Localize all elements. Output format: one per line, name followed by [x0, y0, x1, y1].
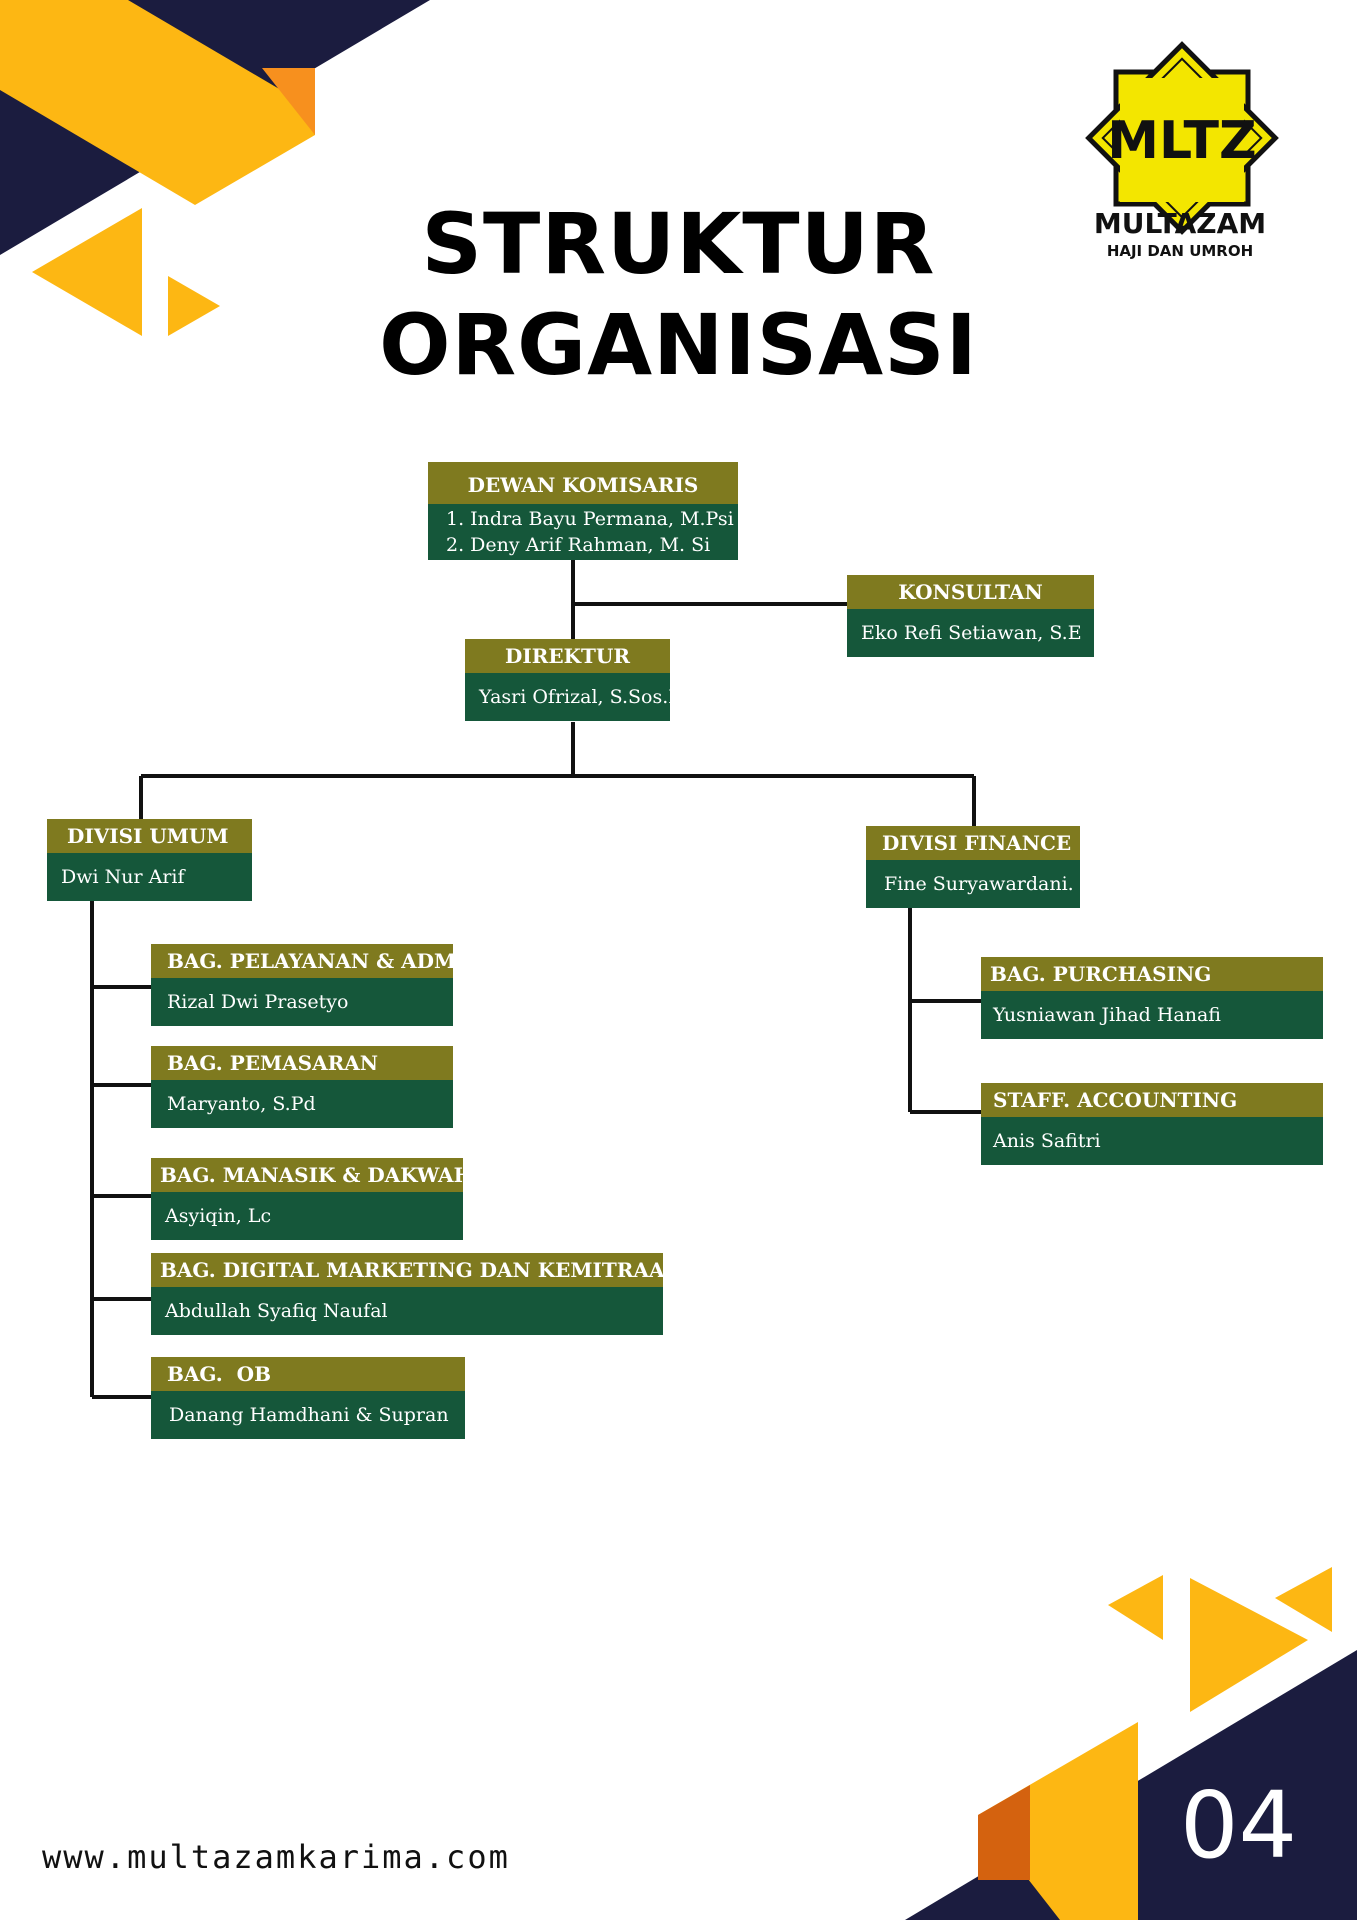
node-name: Yasri Ofrizal, S.Sos.I — [465, 673, 670, 721]
node-name: Danang Hamdhani & Supran — [151, 1391, 465, 1439]
node-direktur: DIREKTUR Yasri Ofrizal, S.Sos.I — [465, 639, 670, 721]
node-bag-ob: BAG. OB Danang Hamdhani & Supran — [151, 1357, 465, 1439]
member-1: 1. Indra Bayu Permana, M.Psi — [446, 508, 734, 530]
logo-tagline: HAJI DAN UMROH — [1106, 242, 1254, 260]
node-name: Asyiqin, Lc — [151, 1192, 463, 1240]
multazam-logo: MLTZ — [1085, 41, 1279, 235]
website-url: www.multazamkarima.com — [42, 1838, 510, 1876]
node-bag-manasik-dakwah: BAG. MANASIK & DAKWAH Asyiqin, Lc — [151, 1158, 463, 1240]
node-name: Yusniawan Jihad Hanafi — [981, 991, 1323, 1039]
node-dewan-komisaris: DEWAN KOMISARIS 1. Indra Bayu Permana, M… — [428, 462, 738, 560]
node-name: Rizal Dwi Prasetyo — [151, 978, 453, 1026]
page-number: 04 — [1180, 1772, 1298, 1879]
node-bag-pelayanan-adm: BAG. PELAYANAN & ADM Rizal Dwi Prasetyo — [151, 944, 453, 1026]
top-left-decoration — [0, 0, 430, 336]
node-name: Fine Suryawardani. S — [866, 860, 1080, 908]
node-konsultan: KONSULTAN Eko Refi Setiawan, S.E — [847, 575, 1094, 657]
node-members: 1. Indra Bayu Permana, M.Psi 2. Deny Ari… — [428, 504, 738, 560]
node-name: Dwi Nur Arif — [47, 853, 252, 901]
node-bag-purchasing: BAG. PURCHASING Yusniawan Jihad Hanafi — [981, 957, 1323, 1039]
node-title: DIREKTUR — [465, 639, 670, 673]
node-title: BAG. OB — [151, 1357, 465, 1391]
node-staff-accounting: STAFF. ACCOUNTING Anis Safitri — [981, 1083, 1323, 1165]
page-title-line-2: ORGANISASI — [379, 296, 978, 394]
bottom-right-decoration — [905, 1567, 1357, 1920]
node-title: STAFF. ACCOUNTING — [981, 1083, 1323, 1117]
node-title: DIVISI UMUM — [47, 819, 252, 853]
node-name: Eko Refi Setiawan, S.E — [847, 609, 1094, 657]
node-title: BAG. PURCHASING — [981, 957, 1323, 991]
node-title: BAG. PEMASARAN — [151, 1046, 453, 1080]
node-divisi-umum: DIVISI UMUM Dwi Nur Arif — [47, 819, 252, 901]
node-bag-pemasaran: BAG. PEMASARAN Maryanto, S.Pd — [151, 1046, 453, 1128]
node-bag-digital-marketing: BAG. DIGITAL MARKETING DAN KEMITRAAN Abd… — [151, 1253, 663, 1335]
logo-mark: MLTZ — [1107, 111, 1256, 171]
member-2: 2. Deny Arif Rahman, M. Si — [446, 534, 711, 556]
page-title-line-1: STRUKTUR — [421, 195, 936, 293]
node-title: DIVISI FINANCE — [866, 826, 1080, 860]
node-name: Anis Safitri — [981, 1117, 1323, 1165]
node-name: Abdullah Syafiq Naufal — [151, 1287, 663, 1335]
node-name: Maryanto, S.Pd — [151, 1080, 453, 1128]
node-title: BAG. MANASIK & DAKWAH — [151, 1158, 463, 1192]
node-title: KONSULTAN — [847, 575, 1094, 609]
logo-name: MULTAZAM — [1093, 207, 1267, 240]
node-title: BAG. DIGITAL MARKETING DAN KEMITRAAN — [151, 1253, 663, 1287]
node-divisi-finance: DIVISI FINANCE Fine Suryawardani. S — [866, 826, 1080, 908]
node-title: DEWAN KOMISARIS — [428, 462, 738, 504]
node-title: BAG. PELAYANAN & ADM — [151, 944, 453, 978]
